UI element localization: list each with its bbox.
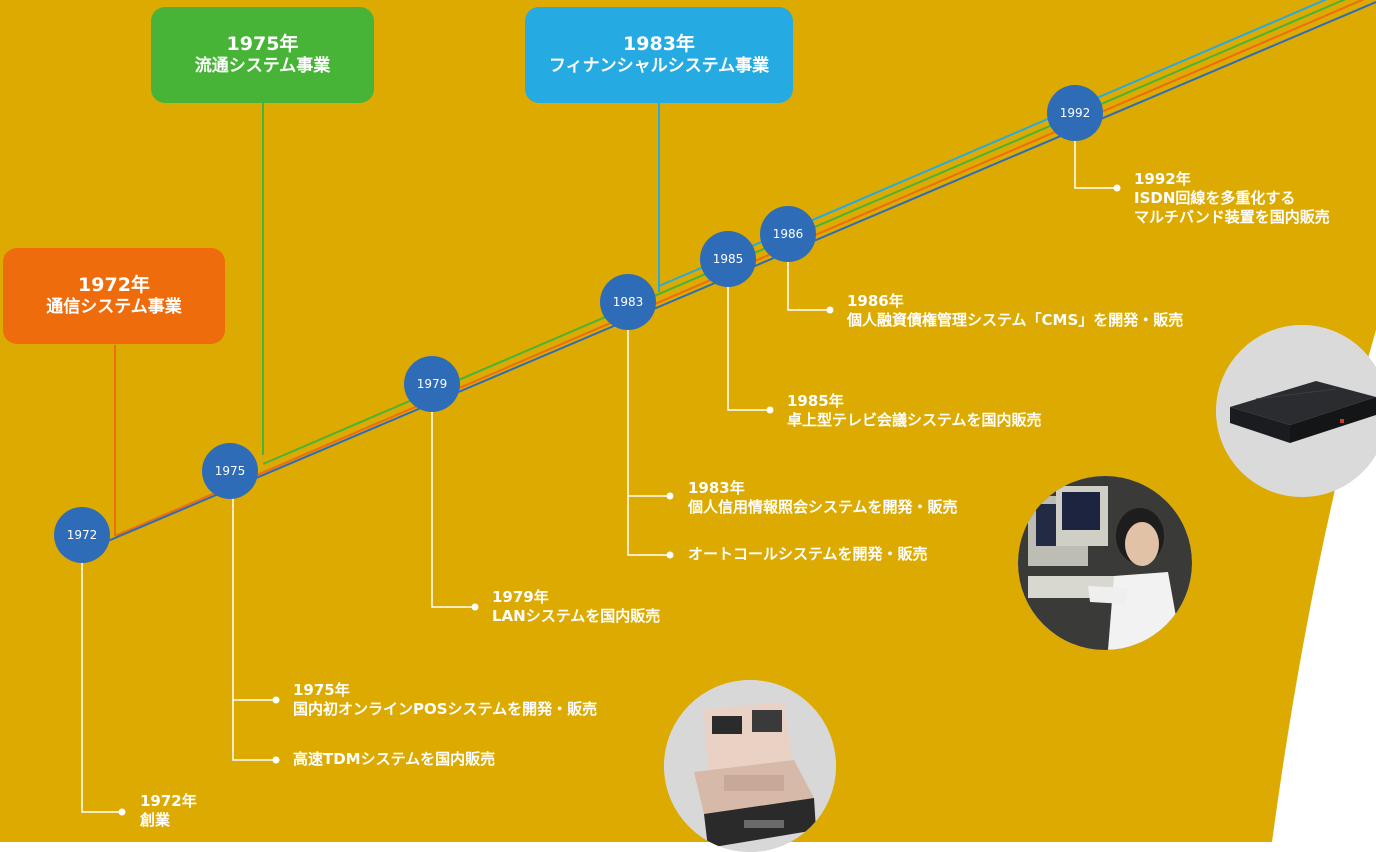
division-box-distribution: 1975年 流通システム事業 [151, 7, 374, 103]
division-name: フィナンシャルシステム事業 [548, 56, 770, 77]
year-node-1979: 1979 [404, 356, 460, 412]
event-year: 1986年 [847, 292, 904, 310]
year-node-1972: 1972 [54, 507, 110, 563]
event-year: 1985年 [787, 392, 844, 410]
event-text: ISDN回線を多重化する [1134, 188, 1296, 207]
division-box-financial: 1983年 フィナンシャルシステム事業 [525, 7, 793, 103]
event-year: 1992年 [1134, 170, 1191, 188]
event-1983-autocall: オートコールシステムを開発・販売 [688, 545, 928, 563]
operator-terminal-photo [1018, 476, 1192, 650]
event-1975-tdm: 高速TDMシステムを国内販売 [293, 750, 496, 768]
pos-register-photo [664, 680, 836, 852]
leader-1979 [431, 410, 475, 608]
event-1983: 1983年 個人信用情報照会システムを開発・販売 [688, 479, 958, 517]
multiband-device-photo [1216, 325, 1376, 497]
event-text: 個人融資債権管理システム「CMS」を開発・販売 [847, 310, 1184, 329]
year-node-1975: 1975 [202, 443, 258, 499]
year-node-1992: 1992 [1047, 85, 1103, 141]
year-node-1983: 1983 [600, 274, 656, 330]
event-1979: 1979年 LANシステムを国内販売 [492, 588, 660, 626]
leader-1975b [232, 700, 276, 761]
event-year: 1979年 [492, 588, 549, 606]
leader-1992 [1074, 140, 1117, 189]
division-box-communication: 1972年 通信システム事業 [3, 248, 225, 344]
event-1975: 1975年 国内初オンラインPOSシステムを開発・販売 [293, 681, 597, 719]
event-1986: 1986年 個人融資債権管理システム「CMS」を開発・販売 [847, 292, 1183, 330]
event-text: 創業 [140, 810, 171, 829]
year-node-1986: 1986 [760, 206, 816, 262]
division-name: 通信システム事業 [46, 297, 182, 318]
leader-1985 [727, 286, 770, 411]
event-text: 国内初オンラインPOSシステムを開発・販売 [293, 699, 598, 718]
event-leaders [81, 140, 1117, 813]
event-1972: 1972年 創業 [140, 792, 197, 830]
event-year: 1975年 [293, 681, 350, 699]
leader-dots [118, 184, 1121, 816]
division-year: 1975年 [226, 32, 299, 55]
leader-1983b [627, 496, 670, 556]
division-year: 1983年 [623, 32, 695, 55]
event-year: 1972年 [140, 792, 197, 810]
division-year: 1972年 [78, 273, 150, 296]
event-text: 個人信用情報照会システムを開発・販売 [688, 497, 958, 516]
event-1985: 1985年 卓上型テレビ会議システムを国内販売 [787, 392, 1042, 430]
leader-1986 [787, 262, 830, 311]
event-text: マルチバンド装置を国内販売 [1134, 207, 1330, 226]
division-name: 流通システム事業 [194, 56, 331, 77]
leader-1972 [81, 560, 122, 813]
year-node-1985: 1985 [700, 231, 756, 287]
event-year: 1983年 [688, 479, 745, 497]
event-1992: 1992年 ISDN回線を多重化する マルチバンド装置を国内販売 [1134, 170, 1330, 226]
event-text: 卓上型テレビ会議システムを国内販売 [787, 410, 1042, 429]
event-text: LANシステムを国内販売 [492, 606, 661, 625]
